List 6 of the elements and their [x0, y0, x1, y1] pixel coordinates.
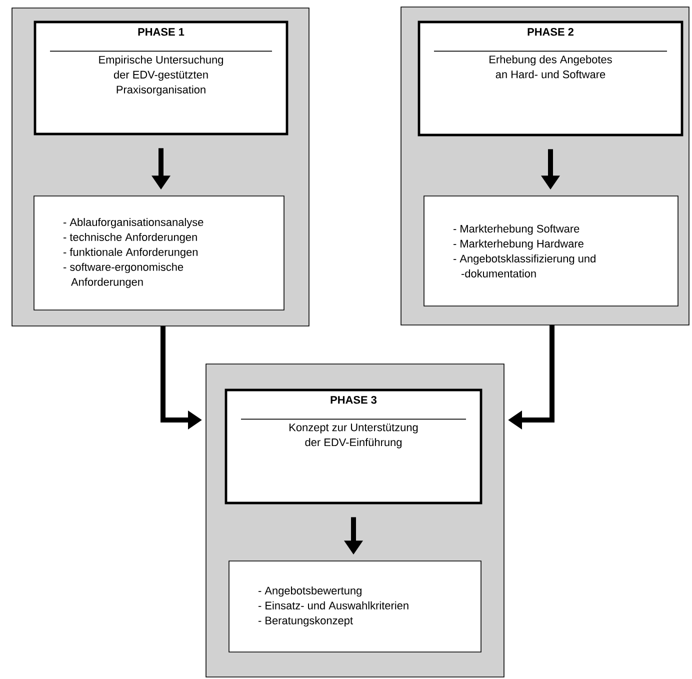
list-box: - Ablauforganisationsanalyse - technische Anforderungen - funktionale Anforderungen - software-ergonomische Anforderungen — [34, 196, 284, 310]
phase-box: PHASE 2 Erhebung des Angebotes an Hard- und Software — [418, 20, 684, 136]
list-box: - Angebotsbewertung - Einsatz- und Auswahlkriterien - Beratungskonzept — [228, 560, 482, 652]
phase-box: PHASE 1 Empirische Untersuchung der EDV-gestützten Praxisorganisation — [34, 20, 288, 136]
phase-box: PHASE 3 Konzept zur Unterstützung der EDV-Einführung — [224, 388, 482, 504]
list-box: - Markterhebung Software - Markterhebung Hardware - Angebotsklassifizierung und -dokumentation — [424, 196, 678, 306]
